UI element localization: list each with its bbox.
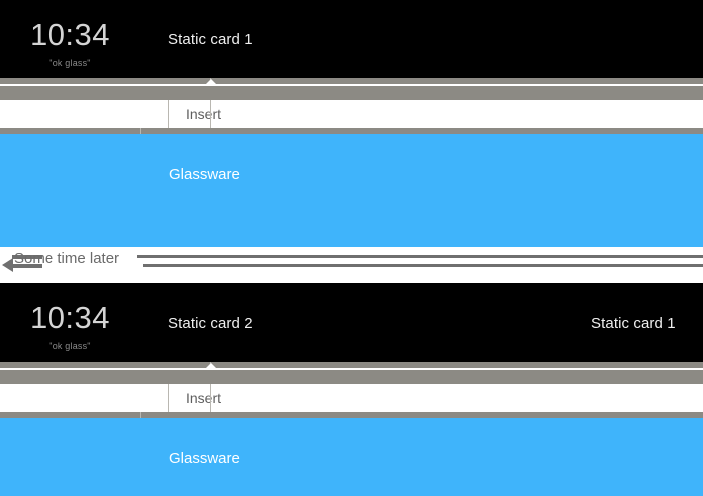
insert-tick-left-after <box>168 384 169 412</box>
insert-tick-right-before <box>210 100 211 128</box>
separator-grey-bottom-after <box>0 412 703 418</box>
insert-tick-right-after <box>210 384 211 412</box>
insert-band-before: Insert <box>0 100 703 128</box>
column-notch-after <box>206 363 216 368</box>
insert-band-after: Insert <box>0 384 703 412</box>
some-time-later-divider: Some time later <box>0 247 703 283</box>
glassware-tick-before <box>140 128 141 134</box>
clock-hint: "ok glass" <box>49 58 91 68</box>
glassware-band-after: Glassware <box>0 418 703 496</box>
glassware-band-before: Glassware <box>0 134 703 247</box>
card-strip-after: 10:34 "ok glass" Static card 2 Static ca… <box>0 283 703 362</box>
arrow-tail-upper <box>12 255 42 259</box>
separator-hairline-before <box>0 84 703 86</box>
column-notch-before <box>206 79 216 84</box>
divider-rule-lower <box>143 264 703 267</box>
glassware-tick-after <box>140 412 141 418</box>
card-label-static-card-1-after[interactable]: Static card 1 <box>591 315 676 332</box>
separator-hairline-after <box>0 368 703 370</box>
insert-label-before[interactable]: Insert <box>186 106 222 122</box>
card-label-static-card-2-after[interactable]: Static card 2 <box>168 315 253 332</box>
clock-widget-after: 10:34 "ok glass" <box>0 300 140 352</box>
divider-rule-upper <box>137 255 703 258</box>
separator-grey-bottom-before <box>0 128 703 134</box>
separator-grey-upper-after <box>0 362 703 368</box>
clock-hint-after: "ok glass" <box>49 341 91 351</box>
separator-grey-lower-before <box>0 86 703 100</box>
arrow-left-icon <box>2 258 13 272</box>
some-time-later-label: Some time later <box>14 250 120 267</box>
card-strip-before: 10:34 "ok glass" Static card 1 <box>0 0 703 78</box>
clock-time: 10:34 <box>29 17 111 52</box>
insert-label-after[interactable]: Insert <box>186 390 222 406</box>
separator-grey-lower-after <box>0 370 703 384</box>
clock-time-after: 10:34 <box>29 300 111 335</box>
separator-grey-upper-before <box>0 78 703 84</box>
glassware-label-before[interactable]: Glassware <box>169 166 240 183</box>
arrow-tail-lower <box>12 264 42 268</box>
insert-tick-left-before <box>168 100 169 128</box>
card-label-static-card-1-before[interactable]: Static card 1 <box>168 31 253 48</box>
clock-widget-before: 10:34 "ok glass" <box>0 17 140 69</box>
glassware-label-after[interactable]: Glassware <box>169 450 240 467</box>
